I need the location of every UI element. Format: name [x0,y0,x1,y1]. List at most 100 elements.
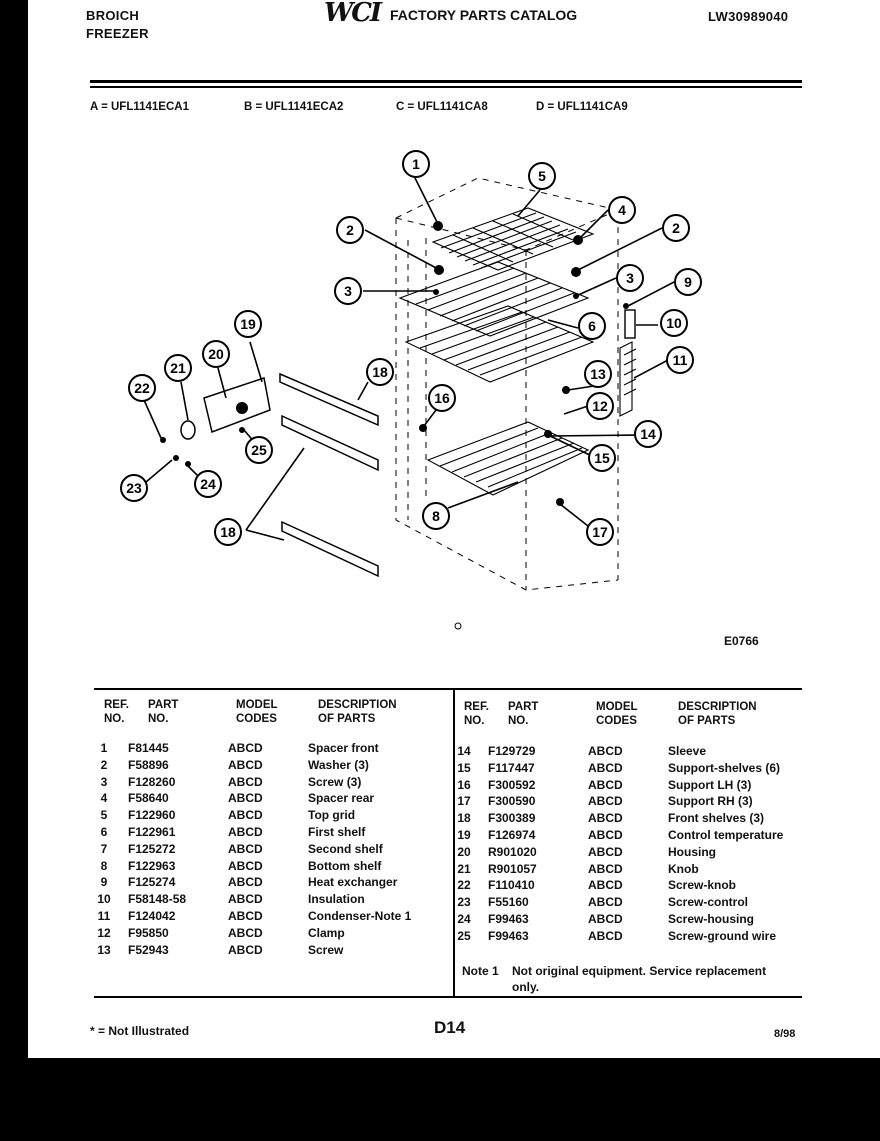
table-row: 15 F117447 ABCD Support-shelves (6) [448,760,798,777]
model-b: B = UFL1141ECA2 [244,101,344,113]
model-codes-cell: ABCD [228,892,263,907]
ref-cell: 19 [457,827,471,842]
model-codes-cell: ABCD [588,844,623,859]
condenser [619,341,637,417]
description-cell: Front shelves (3) [668,811,765,826]
ref-cell: 20 [457,844,471,859]
svg-text:22: 22 [134,380,150,396]
revision-date: 8/98 [774,1028,796,1040]
callout-15: 15 [588,444,616,472]
model-codes-cell: ABCD [228,824,263,839]
table-bottom-rule [94,996,802,998]
description-cell: Knob [668,861,699,876]
ref-cell: 11 [97,908,111,923]
model-codes-cell: ABCD [588,878,623,893]
part-number-cell: F52943 [128,942,169,957]
table-column-divider [453,690,455,996]
description-cell: Support-shelves (6) [668,760,781,775]
svg-text:17: 17 [592,524,608,540]
description-cell: Support RH (3) [668,794,753,809]
description-cell: Control temperature [668,827,784,842]
table-top-rule [94,688,802,690]
description-cell: Heat exchanger [308,875,398,890]
part-number-cell: F300592 [488,777,536,792]
ref-cell: 1 [100,741,108,755]
callout-2b: 2 [662,214,690,242]
ref-cell: 4 [100,791,108,806]
ref-cell: 3 [100,774,108,789]
exploded-diagram: 1 2 3 4 5 2 3 9 10 6 11 19 20 21 22 18 1… [120,150,702,630]
part-number-cell: F58148-58 [128,892,187,907]
ref-cell: 17 [457,794,471,809]
svg-text:20: 20 [208,346,224,362]
model-codes-cell: ABCD [228,925,263,940]
left-ref-header: REF.NO. [104,699,129,725]
description-cell: Bottom shelf [308,858,382,873]
ref-cell: 22 [457,878,471,893]
part-number-cell: F81445 [128,741,169,755]
callout-22: 22 [128,374,156,402]
heat-exchanger [624,309,636,339]
ref-cell: 14 [457,744,471,758]
svg-text:3: 3 [344,283,352,299]
callout-23: 23 [120,474,148,502]
header-rule-bottom [90,86,802,88]
front-shelf-rails [279,372,379,578]
part-number-cell: F126974 [488,827,536,842]
svg-text:19: 19 [240,316,256,332]
callout-18a: 18 [366,358,394,386]
description-cell: Screw-housing [668,911,755,926]
description-cell: Screw-control [668,895,749,910]
description-cell: Screw [308,942,344,957]
right-ref-header: REF.NO. [464,701,489,727]
part-number-cell: R901020 [488,844,537,859]
model-codes-cell: ABCD [228,841,263,856]
brand-line-1: BROICH [86,8,140,23]
model-codes-cell: ABCD [588,928,623,943]
model-codes-cell: ABCD [228,757,263,772]
description-cell: Clamp [308,925,345,940]
model-codes-cell: ABCD [228,875,263,890]
part-number-cell: F117447 [488,760,535,775]
not-illustrated-legend: * = Not Illustrated [90,1024,190,1038]
note-text-line1: Not original equipment. Service replacem… [512,964,767,978]
svg-text:13: 13 [590,366,606,382]
doc-number: LW30989040 [708,9,789,24]
part-number-cell: F124042 [128,908,176,923]
ref-cell: 10 [97,892,111,907]
description-cell: Top grid [308,808,356,823]
model-c: C = UFL1141CA8 [396,101,488,113]
description-cell: Support LH (3) [668,777,752,792]
callout-19: 19 [234,310,262,338]
callout-5: 5 [528,162,556,190]
model-codes-cell: ABCD [588,760,623,775]
svg-text:5: 5 [538,168,546,184]
part-number-cell: F300389 [488,811,536,826]
screws [160,221,629,630]
model-codes-cell: ABCD [588,911,623,926]
callout-1: 1 [402,150,430,178]
note-text-line2: only. [512,980,540,994]
svg-text:2: 2 [346,222,354,238]
model-codes-cell: ABCD [588,777,623,792]
ref-cell: 15 [457,760,471,775]
callout-24: 24 [194,470,222,498]
wci-logo: WCI [324,0,382,28]
description-cell: First shelf [308,824,366,839]
callout-3a: 3 [334,277,362,305]
svg-text:6: 6 [588,318,596,334]
description-cell: Spacer rear [308,791,375,806]
model-codes-cell: ABCD [588,794,623,809]
model-codes-cell: ABCD [228,942,263,957]
callout-17: 17 [586,518,614,546]
note-label: Note 1 [462,964,499,978]
svg-text:10: 10 [666,315,682,331]
